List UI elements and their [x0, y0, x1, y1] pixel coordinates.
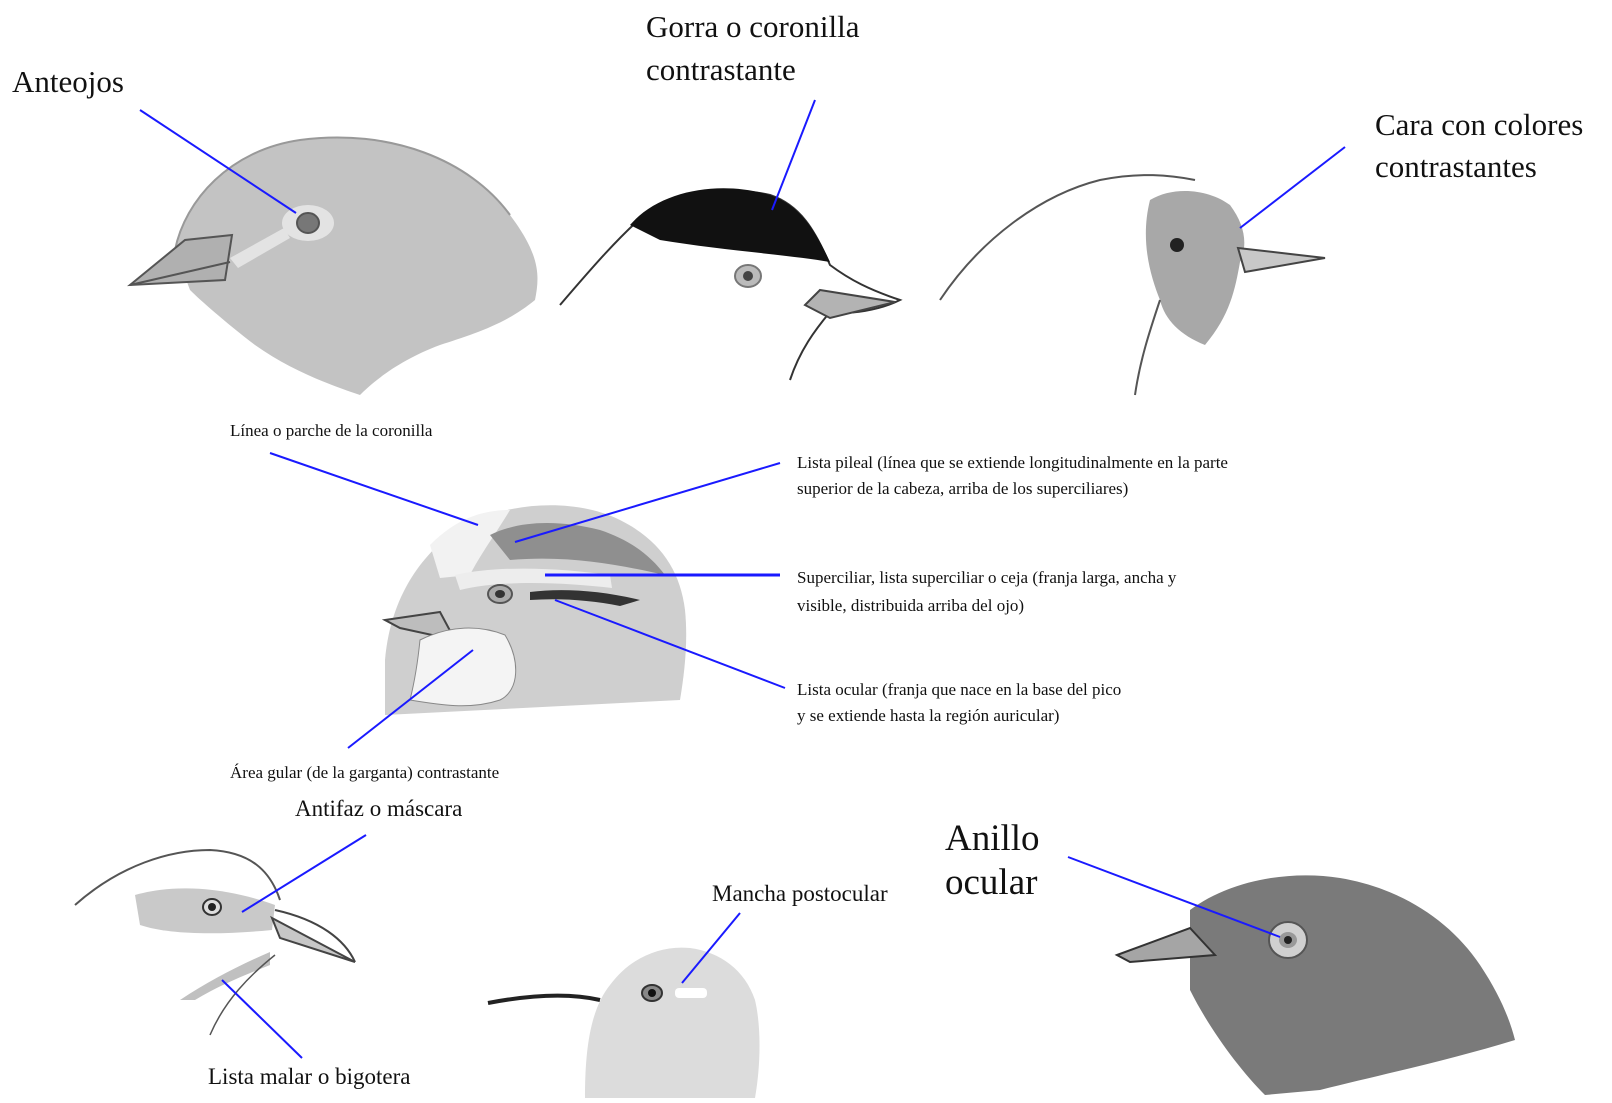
label-antifaz: Antifaz o máscara — [295, 795, 462, 822]
label-lista-pileal-line1: Lista pileal (línea que se extiende long… — [797, 450, 1228, 475]
label-lista-ocular-line1: Lista ocular (franja que nace en la base… — [797, 677, 1121, 702]
label-lista-pileal-line2: superior de la cabeza, arriba de los sup… — [797, 476, 1128, 501]
head-mask-malar — [75, 850, 355, 1035]
leader-cara — [1240, 147, 1345, 228]
leader-lista-pileal — [515, 463, 780, 542]
head-eye-ring — [1117, 875, 1515, 1095]
label-anteojos: Anteojos — [12, 65, 124, 99]
leader-antifaz — [242, 835, 366, 912]
label-mancha-postocular: Mancha postocular — [712, 880, 888, 907]
head-black-cap — [560, 188, 900, 380]
label-linea-coronilla: Línea o parche de la coronilla — [230, 418, 432, 443]
label-cara-line2: contrastantes — [1375, 150, 1537, 184]
label-lista-ocular-line2: y se extiende hasta la región auricular) — [797, 703, 1059, 728]
label-gorra-line2: contrastante — [646, 53, 796, 87]
label-gorra-line1: Gorra o coronilla — [646, 10, 859, 44]
head-spectacles — [130, 137, 537, 395]
leader-linea-coronilla — [270, 453, 478, 525]
leader-lista-malar — [222, 980, 302, 1058]
label-superciliar-line1: Superciliar, lista superciliar o ceja (f… — [797, 565, 1176, 590]
label-superciliar-line2: visible, distribuida arriba del ojo) — [797, 593, 1024, 618]
label-anillo-line2: ocular — [945, 862, 1037, 904]
label-area-gular: Área gular (de la garganta) contrastante — [230, 760, 499, 785]
head-postocular-spot — [488, 948, 760, 1098]
label-lista-malar: Lista malar o bigotera — [208, 1063, 410, 1090]
label-anillo-line1: Anillo — [945, 818, 1040, 860]
label-cara-line1: Cara con colores — [1375, 108, 1583, 142]
leader-gorra — [772, 100, 815, 210]
